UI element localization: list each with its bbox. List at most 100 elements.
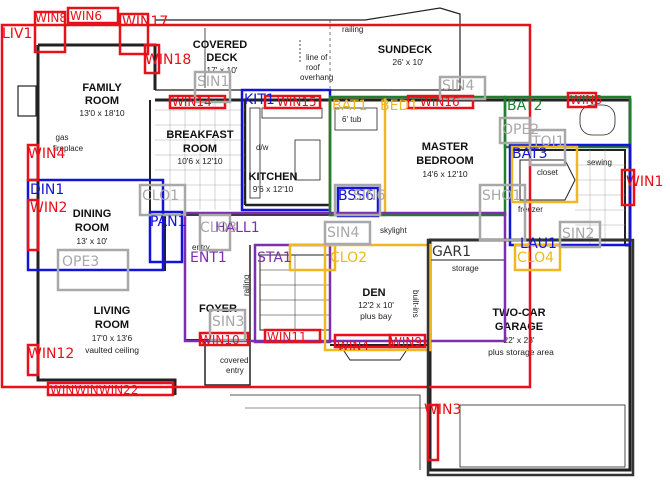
box-hall1 (183, 211, 507, 343)
box-clo3 (198, 213, 232, 252)
note-skylight: skylight (380, 226, 407, 235)
room-garage-name: TWO-CAR (492, 307, 545, 319)
box-sin4-mid (323, 220, 372, 246)
ann-clo1: CLO1 (142, 188, 179, 204)
ann-winwinwin22: WINWINWIN22 (50, 383, 138, 397)
note-covered-entry2: entry (226, 366, 244, 375)
box-win4-left (26, 143, 40, 182)
room-sundeck-dim: 26' x 10' (392, 57, 424, 67)
ann-liv1: LIV1 (2, 26, 32, 42)
ann-sin4-top: SIN4 (442, 78, 474, 94)
box-sho1 (478, 183, 527, 242)
note-roof-line: line of (306, 53, 328, 62)
room-den-note: plus bay (360, 311, 392, 321)
room-living-note: vaulted ceiling (85, 345, 139, 355)
ann-win4-den: WIN4 (337, 339, 369, 353)
room-dining-name2: ROOM (75, 222, 109, 234)
box-win11 (263, 328, 322, 344)
box-win15 (263, 94, 322, 110)
box-clo1 (138, 183, 187, 217)
ann-ope2: OPE2 (502, 122, 539, 138)
box-win9 (388, 333, 427, 349)
room-master-dim: 14'6 x 12'10 (422, 169, 468, 179)
box-win3 (426, 403, 440, 462)
room-master-name2: BEDROOM (416, 155, 473, 167)
box-win8-b (66, 6, 120, 25)
ann-bss6: BSS6 (338, 188, 374, 204)
plan-notes: railing line of roof overhang 6' tub clo… (192, 25, 612, 375)
room-breakfast-name2: ROOM (183, 143, 217, 155)
ann-sin1: SIN1 (197, 74, 229, 90)
room-living-name2: ROOM (95, 319, 129, 331)
box-win8-a (33, 10, 67, 54)
ann-ope3: OPE3 (62, 254, 99, 270)
ann-win6-right: WIN6 (570, 93, 602, 107)
room-family-name2: ROOM (85, 95, 119, 107)
room-garage-name2: GARAGE (495, 321, 543, 333)
room-dining-name: DINING (73, 208, 112, 220)
room-breakfast-dim: 10'6 x 12'10 (177, 156, 223, 166)
ann-win18: WIN18 (145, 52, 191, 68)
box-toi1 (528, 128, 567, 167)
box-win18 (143, 43, 161, 75)
ann-win3: WIN3 (424, 402, 461, 418)
room-den-dim: 12'2 x 10' (358, 300, 394, 310)
room-garage-dim: 22' x 23' (503, 335, 535, 345)
ann-sta1: STA1 (257, 250, 292, 266)
ann-gar1: GAR1 (432, 244, 471, 260)
room-family-note2: fireplace (53, 144, 84, 153)
room-family-dim: 13'0 x 18'10 (79, 108, 125, 118)
ann-pan1: PAN1 (150, 214, 187, 230)
room-labels: FAMILY ROOM 13'0 x 18'10 gas fireplace C… (53, 39, 554, 357)
box-clo2 (288, 243, 337, 272)
note-tub: 6' tub (342, 115, 362, 124)
ann-bed1: BED1 (380, 98, 418, 114)
note-foyer-railing: railing (242, 275, 251, 296)
ann-win10: WIN10 (200, 333, 240, 347)
box-sin2 (558, 220, 602, 249)
ann-win2: WIN2 (30, 200, 67, 216)
ann-bat3: BAT3 (512, 146, 548, 162)
box-winwinwin22 (46, 381, 175, 397)
room-kitchen-name: KITCHEN (249, 171, 298, 183)
ann-kit1: KIT1 (244, 92, 275, 108)
room-living-dim: 17'0 x 13'6 (92, 333, 133, 343)
room-sundeck-name: SUNDECK (378, 44, 432, 56)
ann-win16: WIN16 (420, 95, 460, 109)
ann-toi1: TOI1 (531, 134, 565, 150)
box-sin3 (208, 308, 247, 342)
ann-clo2: CLO2 (330, 250, 367, 266)
box-clo4-upper (510, 145, 579, 204)
room-master-name: MASTER (422, 141, 469, 153)
annotation-boxes (0, 6, 636, 477)
note-roof-line2: roof (306, 63, 321, 72)
ann-sin2: SIN2 (562, 226, 594, 242)
room-kitchen-dim: 9'6 x 12'10 (253, 184, 294, 194)
box-liv1 (0, 23, 532, 389)
room-family-note: gas (56, 133, 69, 142)
note-storage: storage (452, 264, 479, 273)
annotation-labels: LIV1 WIN8 WIN6 WIN17 WIN18 SIN1 WIN14 KI… (2, 9, 663, 418)
box-win6-right (566, 91, 598, 109)
ann-sho1: SHO1 (482, 188, 521, 204)
ann-win15: WIN15 (277, 95, 317, 109)
room-covered-deck-dim: 17' x 10' (206, 65, 238, 75)
ann-hall1: HALL1 (215, 220, 260, 236)
box-win1 (620, 168, 636, 207)
ann-lau1: LAU1 (520, 236, 557, 252)
ann-bat2: BAT2 (507, 98, 543, 114)
box-sin4-top (438, 75, 487, 101)
room-family-name: FAMILY (82, 82, 122, 94)
room-covered-deck-name: COVERED (193, 39, 247, 51)
ann-win17: WIN17 (122, 14, 168, 30)
box-win17 (118, 12, 150, 56)
box-ope3 (56, 248, 130, 292)
room-den-name: DEN (362, 287, 385, 299)
ann-win4-left: WIN4 (28, 146, 65, 162)
ann-win12: WIN12 (28, 346, 74, 362)
ann-win9: WIN9 (390, 335, 422, 349)
box-sin6 (333, 183, 382, 217)
room-covered-deck-name2: DECK (206, 52, 237, 64)
box-gar1 (426, 238, 635, 477)
